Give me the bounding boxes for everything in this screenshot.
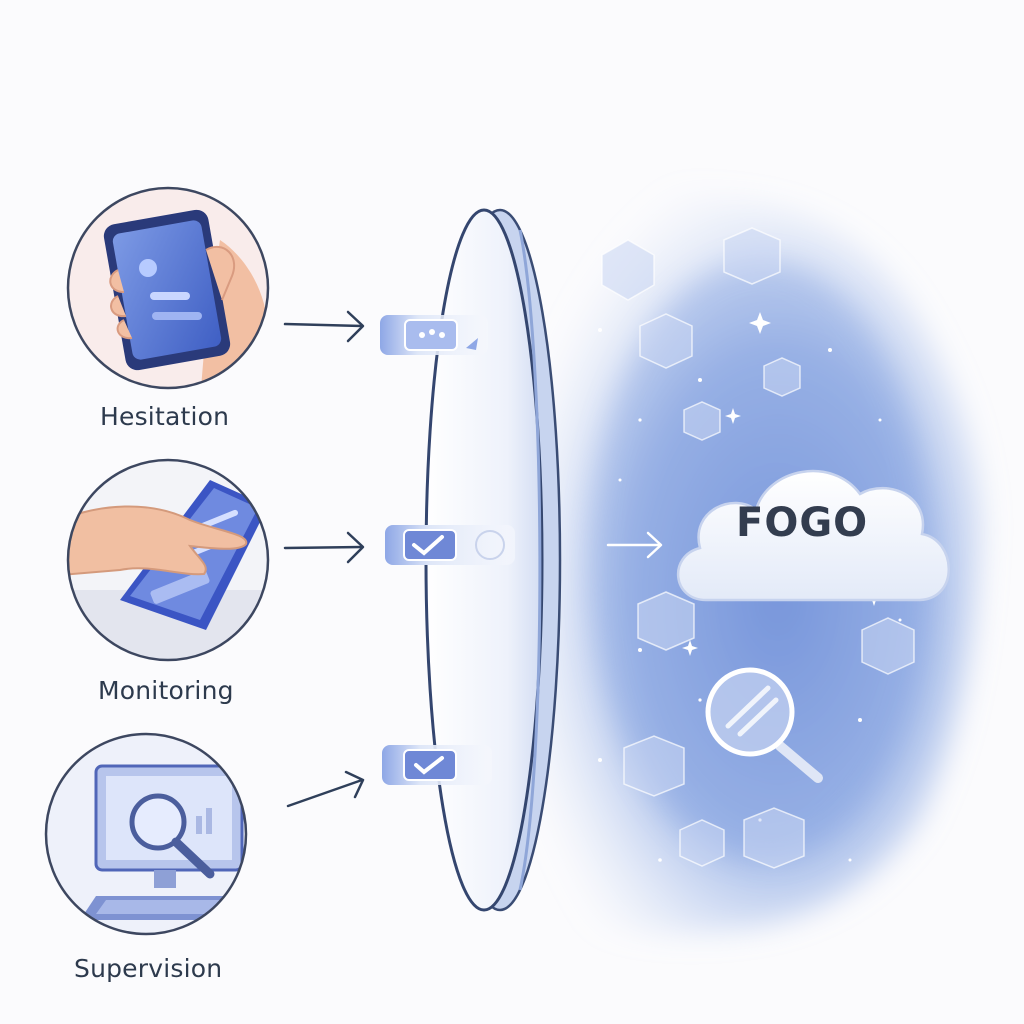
badge-step1 [380,315,488,355]
cloud-icon [676,469,950,602]
step-label-monitoring: Monitoring [98,676,234,705]
finger-on-tablet-icon [66,458,270,662]
badge-step2 [385,525,515,565]
magnifying-glass-icon [705,667,823,783]
step-label-supervision: Supervision [74,954,223,983]
arrow-icon [283,531,365,564]
step-label-hesitation: Hesitation [100,402,230,431]
monitor-with-magnifier-icon [44,732,248,936]
arrow-icon [286,770,365,808]
badge-step3 [382,745,492,785]
floating-cubes [601,227,915,869]
cloud-label: FOGO [736,500,869,546]
arrow-icon [606,531,663,559]
hand-holding-phone-icon [66,186,270,390]
arrow-icon [283,310,365,343]
